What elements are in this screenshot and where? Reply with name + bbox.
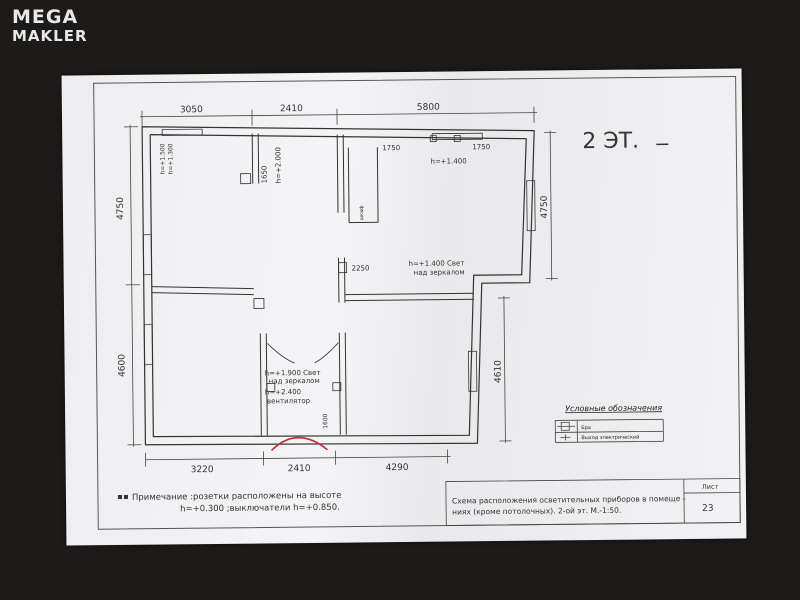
sheet-label: Лист [702,483,719,491]
watermark-logo: MEGA MAKLER [12,8,88,44]
h-bath: h=+2.000 [274,147,282,183]
dim-lines-bottom [145,449,451,467]
title-block-line2: ниях (кроме потолочных). 2-ой эт. М.-1:5… [452,506,621,517]
dim-bottom-1: 3220 [191,465,214,475]
h-hall-1: h=+1.900 Свет [265,369,321,378]
dim-left-1: 4750 [116,197,126,220]
dim-top-3: 5800 [417,103,440,113]
inner-dim-2: 2250 [352,264,370,272]
h-corr-2: над зеркалом [414,268,465,277]
logo-line-mega: MEGA [12,6,79,28]
legend-title: Условные обозначения [565,403,662,413]
h-lamp-top: h=+1.400 [430,157,466,165]
dim-top-2: 2410 [280,104,303,114]
footnote-bullet-1 [117,494,122,500]
blueprint-sheet: 2 ЭТ. 3050 2410 5800 3220 2410 4290 [61,68,747,546]
legend-item-outlet: Выход электрический [581,434,639,442]
sheet-frame [93,76,741,530]
title-block [445,478,741,526]
dim-right-2: 4610 [494,360,504,383]
dim-lines-top [139,106,537,127]
dim-top-1: 3050 [180,105,203,115]
windows [142,128,536,392]
dim-left-2: 4600 [117,354,127,377]
legend-box [554,418,664,443]
outer-walls [141,126,535,446]
hall-dim: 1600 [322,413,329,429]
footnote-line1: Примечание :розетки расположены на высот… [132,491,342,503]
h-hall-4: вентилятор [267,397,311,405]
logo-line-makler: MAKLER [12,27,88,45]
h-left-bottom: h=+1.300 [167,143,174,174]
door-arc-right [314,342,339,364]
dim-bottom-2: 2410 [288,464,311,474]
h-hall-2: над зеркалом [269,377,320,386]
inner-dim-4: 1750 [472,143,490,151]
dim-bottom-3: 4290 [386,463,409,473]
dim-lines-right [497,130,558,443]
door-arc-left [267,343,295,364]
floor-label: 2 ЭТ. [582,129,639,155]
sheet-number: 23 [702,504,714,514]
legend-item-bra: Бра [581,425,591,431]
interior-walls [151,133,474,436]
footnote-line2: h=+0.300 ;выключатели h=+0.850. [180,503,340,515]
title-block-line1: Схема расположения осветительных приборо… [452,494,686,505]
inner-dim-1: 1650 [261,166,269,184]
h-left-top: h=+1.500 [159,143,166,174]
floor-plan-drawing: 2 ЭТ. 3050 2410 5800 3220 2410 4290 [93,76,741,530]
inner-dim-3: 1750 [382,144,400,152]
dim-right-1: 4750 [540,195,550,218]
fixture-symbols [240,134,461,392]
footnote-bullet-2 [123,494,128,499]
h-hall-3: h=+2.400 [265,388,301,396]
h-corr-1: h=+1.400 Свет [409,259,465,268]
closet-label: шкаф [359,205,365,220]
dim-lines-left [124,124,142,447]
entrance-door-arc [270,436,328,451]
